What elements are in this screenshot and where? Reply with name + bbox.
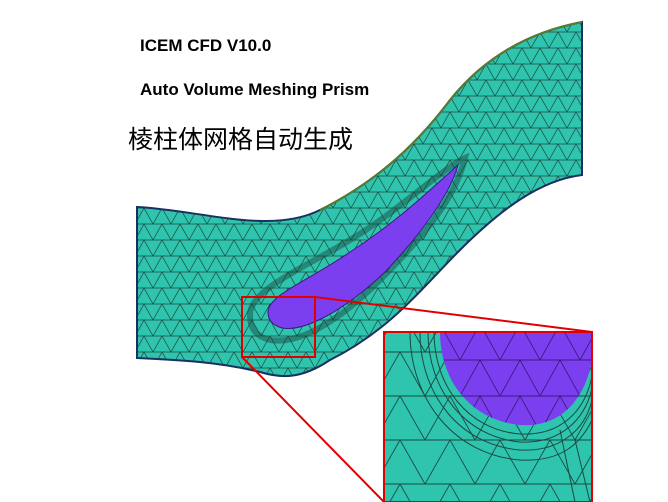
zoom-connector-top <box>314 296 593 333</box>
subtitle: Auto Volume Meshing Prism <box>140 80 370 99</box>
zoom-inset-frame <box>383 331 593 502</box>
top-boundary-edge <box>319 21 583 211</box>
blade-surface <box>267 163 459 329</box>
caption-chinese: 棱柱体网格自动生成 <box>128 125 354 154</box>
zoom-region-box <box>241 296 316 358</box>
zoom-inset <box>384 332 592 502</box>
software-title: ICEM CFD V10.0 <box>140 36 272 55</box>
zoom-connector-bottom <box>241 356 385 502</box>
prism-layers <box>246 152 470 344</box>
